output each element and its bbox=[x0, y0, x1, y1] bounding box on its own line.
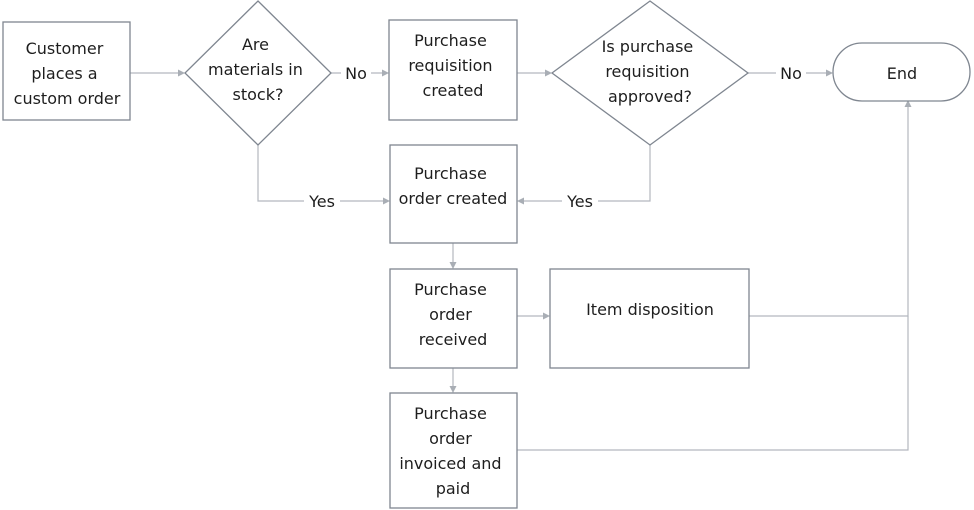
po-invoiced-box bbox=[389, 392, 518, 509]
po-created-label: Purchase order created bbox=[399, 164, 508, 208]
connector-stock-yes bbox=[257, 145, 384, 202]
connector-invoiced-to-end bbox=[517, 316, 909, 451]
arrowhead-icon bbox=[383, 197, 390, 205]
requisition-created-box bbox=[388, 19, 518, 121]
arrowhead-icon bbox=[382, 69, 389, 77]
edge-label-approval-yes: Yes bbox=[566, 192, 593, 211]
arrowhead-icon bbox=[545, 69, 552, 77]
edge-label-approval-no: No bbox=[780, 64, 802, 83]
customer-order-box bbox=[2, 21, 131, 121]
po-received-label: Purchase order received bbox=[414, 280, 492, 349]
arrowhead-icon bbox=[904, 100, 912, 107]
arrowhead-icon bbox=[449, 386, 457, 393]
item-disposition-box bbox=[549, 268, 750, 369]
edge-label-stock-yes: Yes bbox=[308, 192, 335, 211]
po-invoiced-label: Purchase order invoiced and paid bbox=[399, 404, 506, 498]
item-disposition-label: Item disposition bbox=[586, 300, 714, 319]
customer-order-label: Customer places a custom order bbox=[14, 39, 121, 108]
arrowhead-icon bbox=[178, 69, 185, 77]
edge-labels: No No Yes Yes bbox=[304, 62, 806, 212]
stock-decision-label: Are materials in stock? bbox=[208, 35, 308, 104]
arrowhead-icon bbox=[543, 312, 550, 320]
arrowhead-icon bbox=[826, 69, 833, 77]
po-received-box bbox=[389, 268, 518, 369]
end-terminator bbox=[832, 42, 971, 102]
arrowhead-icon bbox=[517, 197, 524, 205]
stock-decision-diamond bbox=[184, 0, 332, 146]
approval-decision-diamond bbox=[550, 0, 750, 146]
connector-disposition-to-end bbox=[749, 107, 909, 317]
edge-label-stock-no: No bbox=[345, 64, 367, 83]
connectors bbox=[130, 69, 912, 451]
node-labels: Customer places a custom order Are mater… bbox=[14, 31, 918, 498]
po-created-box bbox=[389, 144, 518, 244]
approval-decision-label: Is purchase requisition approved? bbox=[602, 37, 699, 106]
requisition-created-label: Purchase requisition created bbox=[408, 31, 497, 100]
end-label: End bbox=[887, 64, 917, 83]
arrowhead-icon bbox=[449, 262, 457, 269]
